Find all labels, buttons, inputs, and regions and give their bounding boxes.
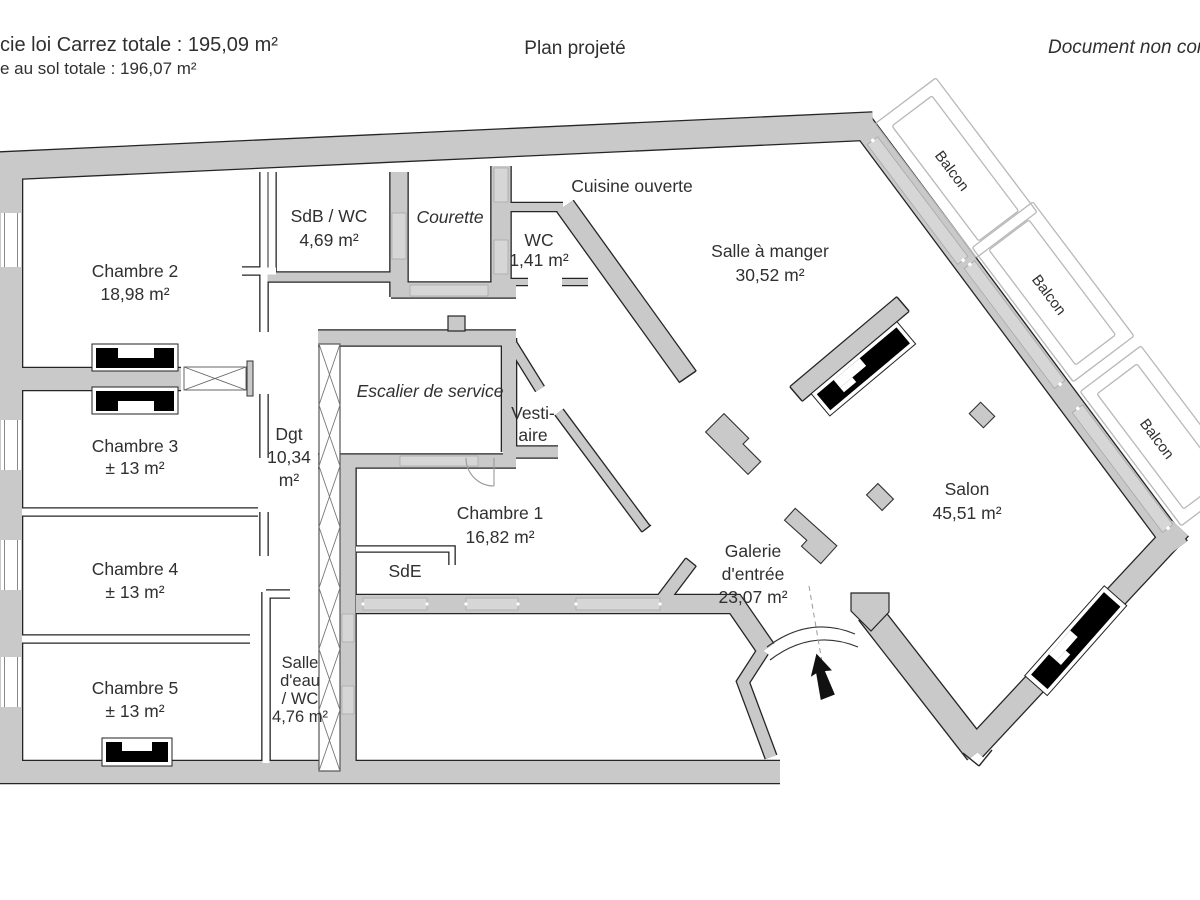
radiator-ch2	[91, 343, 179, 372]
wall-opening-marker	[183, 360, 254, 397]
label-chambre3-name: Chambre 3	[92, 436, 179, 456]
label-sde: SdE	[388, 561, 421, 581]
label-salon-area: 45,51 m²	[932, 503, 1001, 523]
window-escalier	[399, 455, 479, 467]
radiator-salon	[1024, 585, 1128, 697]
label-chambre1-area: 16,82 m²	[465, 527, 534, 547]
label-wc-area: 1,41 m²	[509, 250, 568, 270]
radiator-salle-a-manger	[810, 321, 917, 417]
window-south-2	[465, 597, 519, 611]
disclaimer-note: Document non cor	[1048, 37, 1200, 58]
balcony-label: Balcon	[1136, 416, 1177, 463]
radiators	[91, 321, 1128, 767]
label-galerie-1: Galerie	[725, 541, 781, 561]
label-chambre4-area: ± 13 m²	[105, 582, 164, 602]
surface-sol: e au sol totale : 196,07 m²	[0, 59, 197, 78]
stair-shaft-hatch	[318, 343, 341, 772]
label-sdbwc-area: 4,69 m²	[299, 230, 358, 250]
label-chambre3-area: ± 13 m²	[105, 458, 164, 478]
label-chambre2-name: Chambre 2	[92, 261, 179, 281]
label-chambre4-name: Chambre 4	[92, 559, 179, 579]
radiator-ch3	[91, 386, 179, 415]
window-left-3	[1, 540, 21, 590]
label-escalier: Escalier de service	[357, 381, 504, 401]
label-vestiaire-2: aire	[518, 425, 547, 445]
window-courette-right-2	[493, 239, 509, 275]
windows	[1, 167, 662, 715]
window-sdeau-2	[341, 685, 355, 715]
label-cuisine: Cuisine ouverte	[571, 176, 693, 196]
window-left-4	[1, 657, 21, 707]
window-courette-right-1	[493, 167, 509, 203]
label-sam-area: 30,52 m²	[735, 265, 804, 285]
balcony-1: Balcon	[866, 78, 1037, 265]
columns	[704, 401, 996, 565]
label-vestiaire-1: Vesti-	[511, 403, 555, 423]
label-chambre1-name: Chambre 1	[457, 503, 544, 523]
label-sdbwc-name: SdB / WC	[291, 206, 368, 226]
balcony-label: Balcon	[931, 148, 972, 195]
page-title: Plan projeté	[524, 38, 626, 59]
balcony-label: Balcon	[1028, 272, 1069, 319]
label-chambre5-area: ± 13 m²	[105, 701, 164, 721]
room-labels: Chambre 2 18,98 m² SdB / WC 4,69 m² Cour…	[92, 176, 1002, 726]
door-swing-arc	[465, 457, 495, 487]
entrance	[766, 585, 859, 701]
label-salledeau-4: 4,76 m²	[272, 708, 328, 726]
label-dgt-area2: m²	[279, 470, 300, 490]
window-south-1	[362, 597, 428, 611]
column-block-2	[783, 507, 838, 565]
label-galerie-3: 23,07 m²	[718, 587, 787, 607]
column-small-1	[865, 482, 895, 512]
label-salon-name: Salon	[945, 479, 990, 499]
label-dgt-name: Dgt	[275, 424, 302, 444]
column-small-2	[968, 401, 996, 429]
label-chambre2-area: 18,98 m²	[100, 284, 169, 304]
column-block-1	[704, 412, 762, 476]
window-left-1	[1, 213, 21, 267]
window-courette-left	[391, 212, 407, 260]
window-south-3	[575, 597, 661, 611]
surface-summary: cie loi Carrez totale : 195,09 m² e au s…	[0, 34, 278, 80]
label-dgt-area1: 10,34	[267, 447, 311, 467]
label-chambre5-name: Chambre 5	[92, 678, 179, 698]
entry-arrow-icon	[810, 653, 835, 701]
entry-axis-line	[808, 585, 824, 669]
label-salledeau-2: d'eau	[280, 672, 320, 690]
window-left-2	[1, 420, 21, 470]
label-wc-name: WC	[524, 230, 553, 250]
balconies: Balcon Balcon Balcon	[866, 78, 1200, 533]
window-courette-bottom	[409, 284, 489, 297]
label-salledeau-1: Salle	[282, 654, 319, 672]
radiator-ch5	[101, 737, 173, 767]
surface-carrez: cie loi Carrez totale : 195,09 m²	[0, 34, 278, 56]
label-salledeau-3: / WC	[282, 690, 319, 708]
label-courette: Courette	[416, 207, 483, 227]
label-sam-name: Salle à manger	[711, 241, 829, 261]
label-galerie-2: d'entrée	[722, 564, 785, 584]
window-sdeau-1	[341, 613, 355, 643]
wall-details	[447, 296, 993, 767]
